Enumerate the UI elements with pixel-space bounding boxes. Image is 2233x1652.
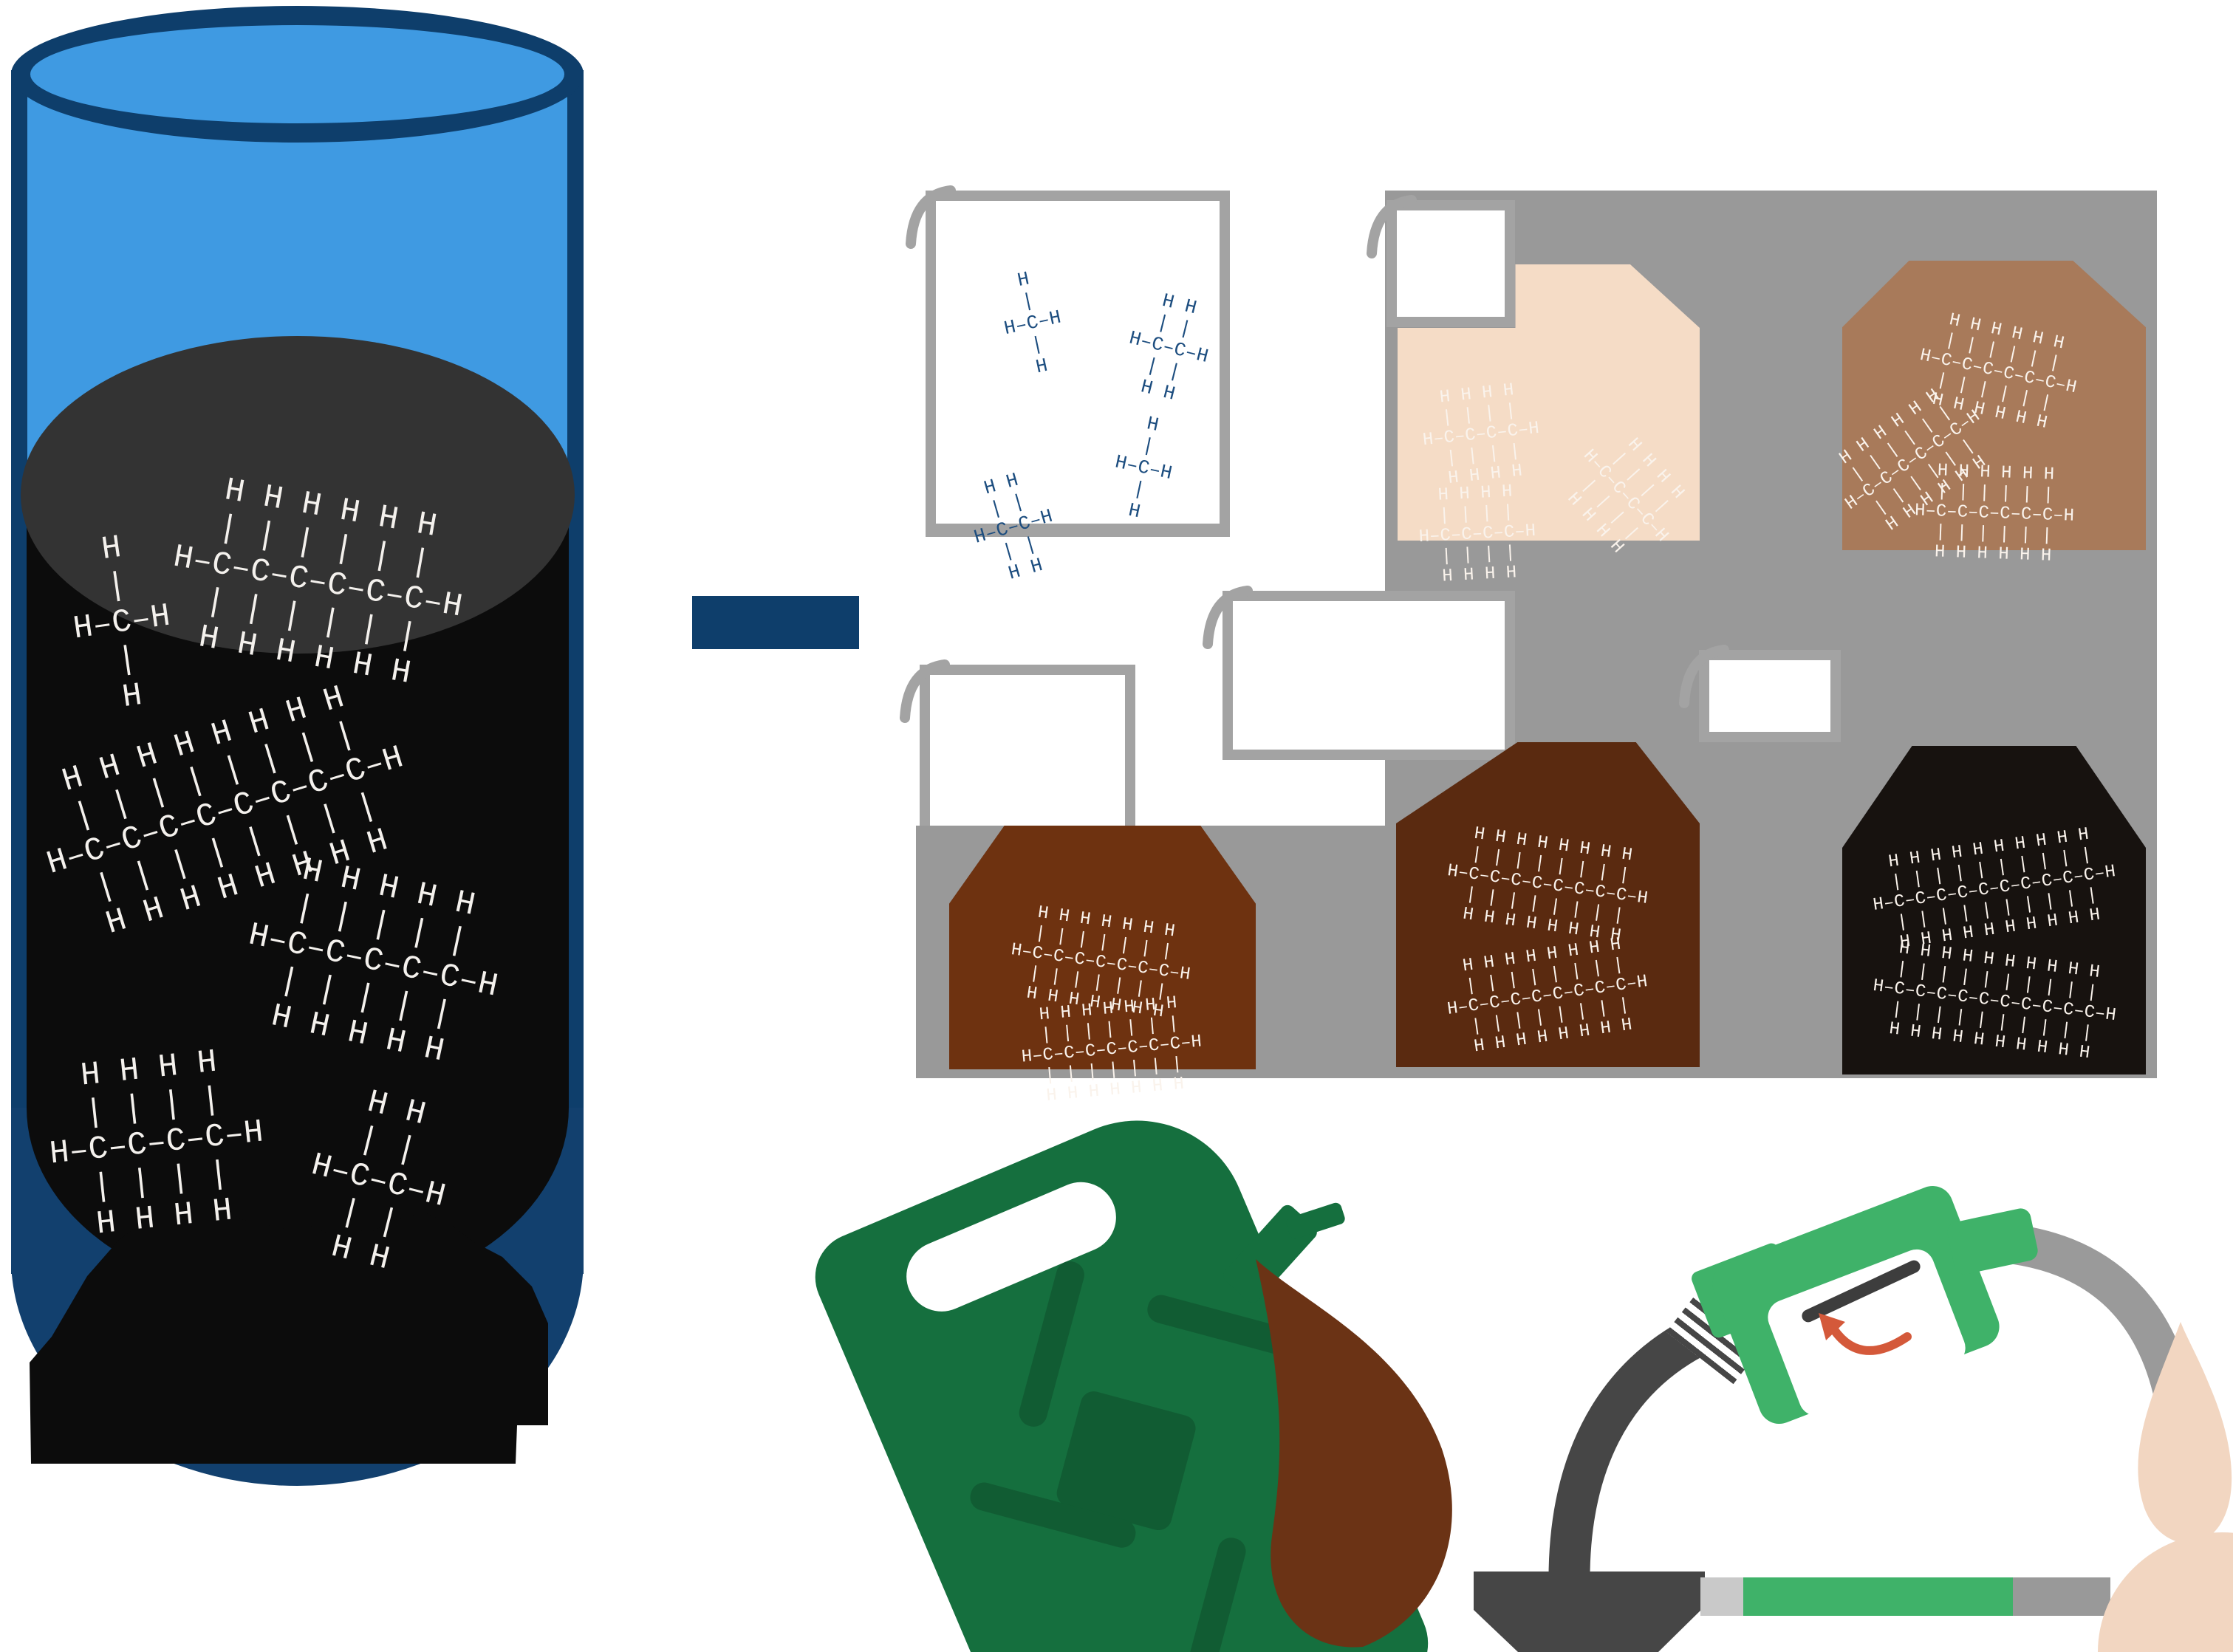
ground-bar-segment [2013,1577,2110,1616]
beaker-top-residue-fraction [1699,650,1841,742]
beaker-spout-icon [1203,586,1253,649]
beaker-top-heavier-fraction [1222,591,1515,760]
beaker-spout-icon [1679,645,1729,708]
crude-oil-surface [21,336,575,654]
beaker-spout-icon [900,659,950,723]
beaker-spout-icon [906,185,956,249]
beaker-top-light-fraction [1386,200,1515,327]
beaker-top-heavy-fraction [920,665,1135,826]
molecule-chain-c7: H H H H H H H | | | | | | | H–C–C–C–C–C–… [1017,991,1206,1108]
transform-connector [692,596,859,649]
molecule-chain-c4: H H H H | | | | H–C–C–C–C–H | | | | H H … [40,1040,273,1248]
ground-bar-segment [1700,1577,1743,1616]
fraction-liquid-heavy [949,826,1256,1069]
molecule-chain-c6: H H H H H H | | | | | | H–C–C–C–C–C–C–H … [1912,460,2076,568]
beaker-spout-icon [1367,195,1417,258]
fraction-liquid-medium [1842,261,2146,550]
molecule-chain-c4: H H H H | | | | H–C–C–C–C–H | | | | H H … [1418,378,1545,492]
molecule-chain-c4: H H H H | | | | H–C–C–C–C–H | | | | H H … [1416,480,1539,589]
fraction-liquid-heavier [1396,742,1700,1067]
beaker-gas-fraction [926,191,1230,537]
fraction-liquid-residue [1842,746,2146,1075]
ground-bar-segment [1743,1577,2013,1616]
